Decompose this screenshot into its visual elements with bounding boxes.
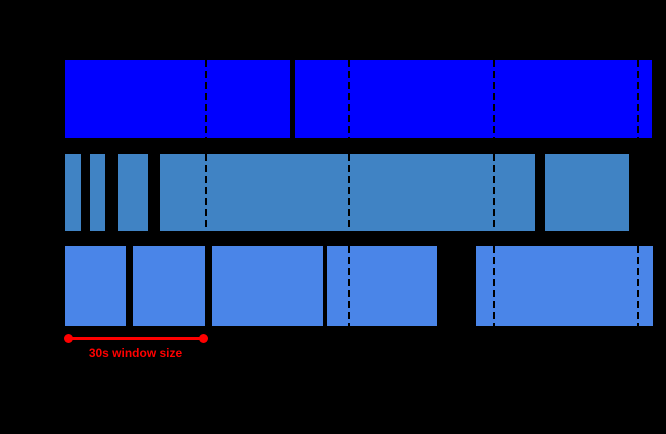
window-boundary-dashed-line <box>204 246 208 326</box>
window-boundary-dashed-line <box>204 60 208 138</box>
track-bottom-segment <box>65 246 126 326</box>
window-boundary-dashed-line <box>347 154 351 231</box>
track-middle-segment <box>65 154 81 231</box>
track-bottom-segment <box>133 246 205 326</box>
window-boundary-dashed-line <box>636 246 640 326</box>
track-top-segment <box>65 60 290 138</box>
track-middle-segment <box>118 154 148 231</box>
window-boundary-dashed-line <box>492 154 496 231</box>
annotation-right-endpoint-dot <box>198 333 208 343</box>
track-middle-segment <box>90 154 105 231</box>
track-middle-segment <box>160 154 535 231</box>
track-bottom-segment <box>327 246 437 326</box>
window-size-annotation-line <box>68 336 203 340</box>
track-middle-segment <box>545 154 629 231</box>
window-boundary-dashed-line <box>347 246 351 326</box>
track-top-segment <box>295 60 652 138</box>
window-boundary-dashed-line <box>636 60 640 138</box>
window-boundary-dashed-line <box>347 60 351 138</box>
annotation-left-endpoint-dot <box>63 333 73 343</box>
window-boundary-dashed-line <box>492 246 496 326</box>
track-bottom-segment <box>212 246 323 326</box>
window-size-label: 30s window size <box>88 346 183 360</box>
window-boundary-dashed-line <box>636 154 640 231</box>
window-boundary-dashed-line <box>492 60 496 138</box>
window-boundary-dashed-line <box>204 154 208 231</box>
track-bottom-segment <box>476 246 653 326</box>
